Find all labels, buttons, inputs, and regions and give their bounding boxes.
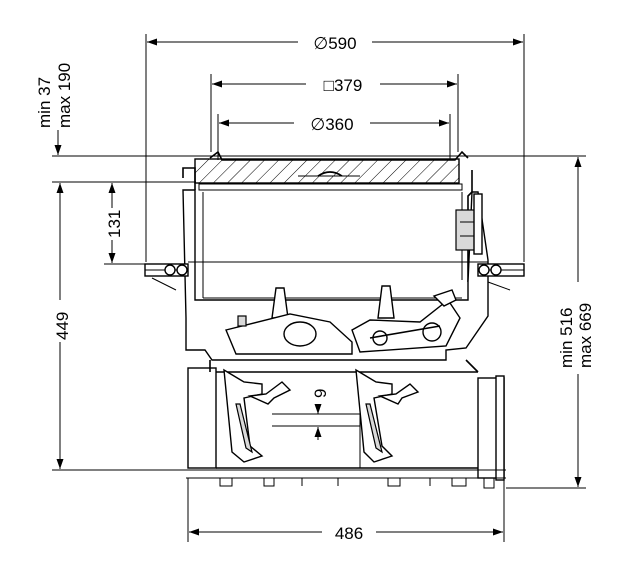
label-raise-max: max 190: [55, 63, 74, 128]
dim-top-diameter: ∅590: [145, 34, 525, 262]
dim-flange-depth: 131: [52, 181, 196, 265]
grate: [194, 150, 469, 184]
dim-outlet-width: 486: [187, 478, 505, 543]
trap-internals: [225, 285, 461, 355]
frame: [182, 167, 473, 282]
label-raise-min: min 37: [35, 77, 54, 128]
label-grate-square: □379: [324, 76, 363, 95]
dim-step: 9: [311, 389, 330, 440]
dim-total-height: min 516 max 669: [506, 157, 595, 489]
upper-housing: [182, 189, 489, 361]
label-step: 9: [311, 389, 330, 398]
label-top-diameter: ∅590: [313, 34, 356, 53]
label-outlet-width: 486: [335, 524, 363, 543]
label-flange-depth: 131: [105, 210, 124, 238]
dim-raise: min 37 max 190: [35, 63, 586, 157]
label-grate-diameter: ∅360: [310, 115, 353, 134]
side-module: [455, 193, 483, 255]
dim-grate-diameter: ∅360: [217, 114, 451, 160]
left-flange: [144, 263, 189, 291]
right-flange: [477, 263, 525, 291]
dimension-lines: ∅590 □379 ∅360 min 37 max 190: [35, 34, 595, 543]
label-total-min: min 516: [557, 308, 576, 368]
label-total-max: max 669: [576, 303, 595, 368]
label-body-height: 449: [53, 312, 72, 340]
drain-body: [144, 150, 525, 489]
dim-body-height: 449: [52, 183, 186, 471]
lower-body: [186, 359, 506, 489]
dim-grate-square: □379: [210, 74, 459, 152]
